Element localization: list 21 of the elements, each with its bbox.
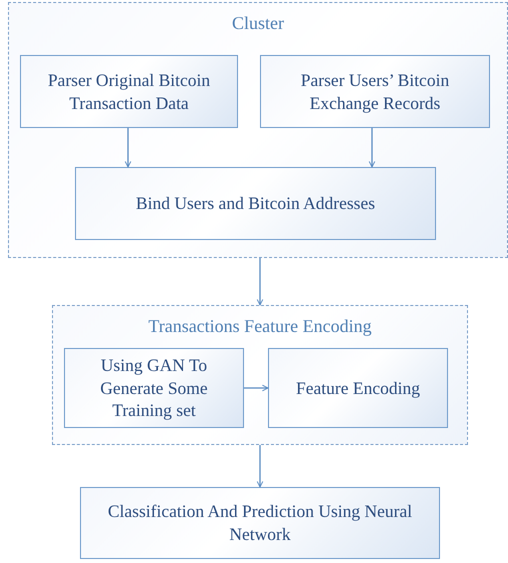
process-box [80, 487, 440, 559]
group-panel [52, 305, 468, 445]
box-label: Parser Original Bitcoin Transaction Data [46, 68, 212, 114]
process-box [20, 55, 238, 128]
arrow [124, 128, 132, 168]
arrow [244, 384, 268, 392]
box-label: Feature Encoding [295, 376, 421, 400]
box-label: Parser Users’ Bitcoin Exchange Records [300, 68, 450, 114]
process-box [260, 55, 490, 128]
arrow [368, 128, 376, 168]
group-panel [8, 2, 508, 258]
arrow [256, 258, 264, 306]
group-title: Transactions Feature Encoding [147, 316, 373, 337]
process-box [75, 167, 436, 240]
box-label: Bind Users and Bitcoin Addresses [134, 192, 376, 215]
box-label: Classification And Prediction Using Neural Network [106, 500, 414, 546]
arrow [256, 445, 264, 488]
process-box [268, 348, 448, 428]
process-box [64, 348, 244, 428]
box-label: Using GAN To Generate Some Training set [99, 354, 209, 422]
group-title: Cluster [231, 13, 285, 34]
